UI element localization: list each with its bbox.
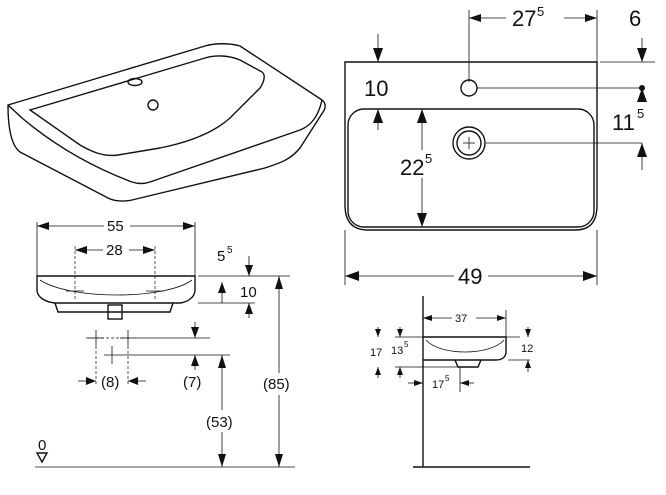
label-drain-height: 13 — [391, 345, 403, 357]
label-tap-to-drain-sup: 5 — [637, 106, 644, 121]
dim-side-heights: 17 13 5 — [370, 327, 409, 378]
drain-icon — [452, 126, 486, 160]
dim-supply-spacing: (8) — [78, 374, 146, 391]
overflow-hole-icon — [147, 99, 159, 111]
label-inner-width: 28 — [106, 242, 123, 259]
label-drain-from-top-sup: 5 — [425, 151, 432, 166]
dim-supply-offset: (7) — [183, 322, 201, 391]
basin-top-view — [344, 10, 645, 285]
label-rim-height: (85) — [263, 376, 290, 393]
label-rim: 5 — [217, 248, 225, 265]
label-tap-offset: 27 — [512, 6, 536, 31]
tap-hole-icon — [460, 79, 478, 97]
dim-supply-height: (53) — [204, 355, 242, 467]
dim-tap-offset: 27 5 — [469, 4, 597, 31]
label-depth: 37 — [455, 313, 467, 325]
label-drain-from-top: 22 — [400, 155, 424, 180]
label-outer-width: 55 — [107, 218, 124, 235]
level-triangle-icon — [35, 452, 49, 464]
basin-bowl-outline — [347, 108, 595, 228]
dim-rim-height: (85) — [261, 276, 299, 467]
dim-drain-from-top: 22 5 — [398, 109, 446, 227]
label-depth-total: 17 — [370, 347, 382, 359]
label-drain-height-sup: 5 — [404, 340, 409, 349]
label-floor-level: 0 — [38, 437, 46, 454]
dim-overflow-height: 12 — [521, 327, 533, 372]
basin-front-view — [36, 222, 290, 320]
dim-rim: 5 5 — [217, 245, 253, 303]
dim-drain-offset: 17 5 — [408, 374, 474, 391]
label-supply-spacing: (8) — [101, 374, 119, 391]
label-supply-offset: (7) — [183, 374, 201, 391]
label-tap-offset-sup: 5 — [537, 4, 544, 19]
dim-right-margin: 6 — [600, 6, 655, 63]
dim-inner-width: 28 — [75, 240, 155, 260]
basin-side-view — [395, 296, 530, 468]
label-drain-offset-sup: 5 — [445, 374, 450, 383]
label-overflow-height: 12 — [521, 343, 533, 355]
label-rim-sup: 5 — [227, 245, 233, 256]
tap-hole-icon — [127, 77, 143, 87]
label-right-margin: 6 — [629, 6, 641, 31]
dim-height: 10 — [240, 284, 257, 318]
dim-depth: 37 — [423, 310, 506, 326]
label-width: 49 — [458, 264, 482, 289]
dim-top-gap: 10 — [364, 34, 388, 130]
dim-outer-width: 55 — [37, 215, 195, 235]
dim-width: 49 — [345, 262, 597, 289]
dim-tap-to-drain: 11 5 — [612, 88, 647, 170]
label-supply-height: (53) — [206, 414, 233, 431]
label-drain-offset: 17 — [432, 379, 444, 391]
label-height: 10 — [240, 284, 257, 301]
label-tap-to-drain: 11 — [612, 110, 635, 135]
basin-isometric — [7, 43, 326, 202]
floor-line: 0 — [35, 437, 295, 468]
supply-points — [86, 330, 230, 385]
label-top-gap: 10 — [364, 76, 388, 101]
